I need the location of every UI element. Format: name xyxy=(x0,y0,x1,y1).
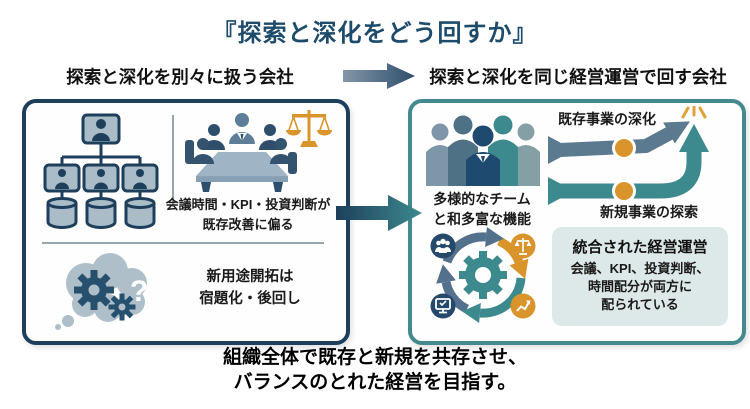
summary-body: 会議、KPI、投資判断、 時間配分が両方に 配られている xyxy=(552,260,728,315)
scale-badge-icon xyxy=(510,233,536,259)
central-gear-icon xyxy=(459,251,507,299)
gear-icon xyxy=(74,270,114,310)
meeting-caption: 会議時間・KPI・投資判断が 既存改善に偏る xyxy=(158,195,338,234)
summary-body-line1: 会議、KPI、投資判断、 xyxy=(570,261,710,276)
center-transition-arrow-icon xyxy=(336,195,422,231)
meeting-caption-line1: 会議時間・KPI・投資判断が xyxy=(165,197,331,212)
management-cycle-icon xyxy=(430,227,536,323)
dual-path-arrows-icon xyxy=(548,106,709,205)
footer-text: 組織全体で既存と新規を共存させ、 バランスのとれた経営を目指す。 xyxy=(0,345,750,395)
small-gear-icon xyxy=(108,293,136,321)
left-box-vertical-divider xyxy=(172,115,174,207)
team-caption-line1: 多様的なチーム xyxy=(433,191,531,207)
summary-body-line3: 配られている xyxy=(601,297,679,313)
thought-cloud-gears-icon: ? xyxy=(55,253,148,330)
cloud-caption-line1: 新用途開拓は xyxy=(206,269,294,285)
org-silo-hierarchy-icon xyxy=(43,113,159,229)
cloud-caption-line2: 宿題化・後回し xyxy=(199,290,301,307)
deepening-arrow xyxy=(548,121,690,164)
diverse-team-icon xyxy=(426,115,540,186)
deepening-arrow-label: 既存事業の深化 xyxy=(558,111,656,127)
sparkle-icon xyxy=(681,106,707,119)
team-caption: 多様的なチーム と和多富な機能 xyxy=(414,189,550,230)
balance-scale-icon xyxy=(286,110,332,147)
team-caption-line2: と和多富な機能 xyxy=(433,211,531,228)
exploration-arrow-label: 新規事業の探索 xyxy=(600,204,698,220)
right-column-header: 探索と深化を同じ経営運営で回す会社 xyxy=(429,67,727,87)
cloud-caption: 新用途開拓は 宿題化・後回し xyxy=(166,267,334,311)
meeting-caption-line2: 既存改善に偏る xyxy=(202,216,294,232)
monitor-badge-icon xyxy=(430,293,456,319)
left-company-box: 会議時間・KPI・投資判断が 既存改善に偏る xyxy=(22,99,350,345)
summary-title: 統合された経営運営 xyxy=(572,239,708,256)
exploration-arrow xyxy=(548,124,709,205)
meeting-head-person xyxy=(229,113,255,144)
page-title: 『探索と深化をどう回すか』 xyxy=(212,20,538,47)
dual-path-arrows-group: 既存事業の深化 新規事業の探索 xyxy=(548,106,730,226)
chart-badge-icon xyxy=(510,293,536,319)
people-badge-icon xyxy=(430,233,456,259)
meeting-table-icon xyxy=(185,110,332,192)
right-company-box: 多様的なチーム と和多富な機能 xyxy=(408,99,746,345)
summary-box: 統合された経営運営 会議、KPI、投資判断、 時間配分が両方に 配られている xyxy=(552,227,728,326)
summary-body-line2: 時間配分が両方に xyxy=(587,279,692,295)
header-transition-arrow-icon xyxy=(343,63,415,89)
question-mark-glyph: ? xyxy=(130,275,148,308)
footer-line2: バランスのとれた経営を目指す。 xyxy=(233,372,517,394)
footer-line1: 組織全体で既存と新規を共存させ、 xyxy=(222,347,527,368)
left-column-header: 探索と深化を別々に扱う会社 xyxy=(66,67,294,87)
left-box-horizontal-divider xyxy=(42,242,324,244)
